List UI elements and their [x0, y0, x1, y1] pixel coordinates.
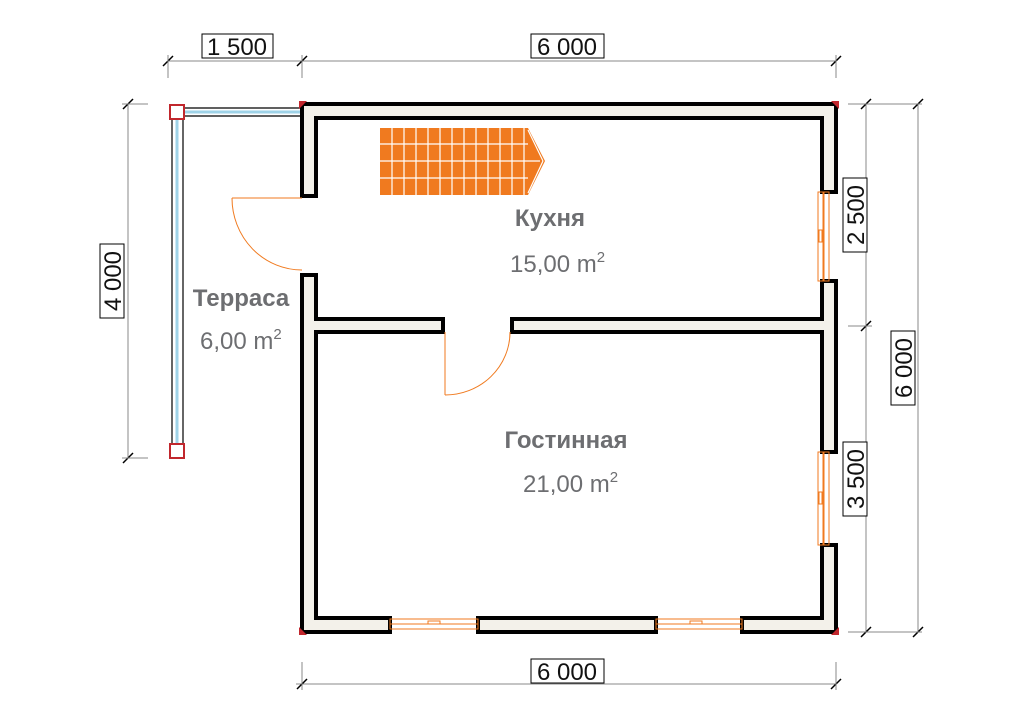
- dim-right-total: 6 000: [891, 338, 918, 398]
- windows: [389, 191, 830, 630]
- terrace-name: Терраса: [193, 285, 290, 312]
- post-bottom: [169, 443, 185, 459]
- kitchen-area: 15,00 m2: [510, 249, 605, 278]
- living-area: 21,00 m2: [523, 469, 618, 498]
- kitchen-name: Кухня: [515, 205, 585, 232]
- dimension-labels: 1 500 6 000 6 000 4 000 2 500 3 500 6 00…: [99, 33, 918, 686]
- living-name: Гостинная: [505, 427, 628, 454]
- dim-top-terrace: 1 500: [207, 34, 267, 61]
- dim-left-terrace: 4 000: [100, 251, 127, 311]
- doors: [231, 197, 511, 396]
- terrace-area: 6,00 m2: [200, 326, 282, 355]
- staircase: [380, 128, 545, 195]
- terrace-railing: [169, 104, 302, 459]
- dimension-lines: [122, 55, 924, 690]
- post-top: [169, 104, 185, 120]
- dim-bottom-house: 6 000: [537, 659, 597, 686]
- room-labels: Кухня 15,00 m2 Гостинная 21,00 m2 Террас…: [193, 205, 628, 498]
- dim-right-living: 3 500: [843, 449, 870, 509]
- dim-top-house: 6 000: [537, 34, 597, 61]
- walls: [299, 101, 839, 635]
- dim-right-kitchen: 2 500: [843, 185, 870, 245]
